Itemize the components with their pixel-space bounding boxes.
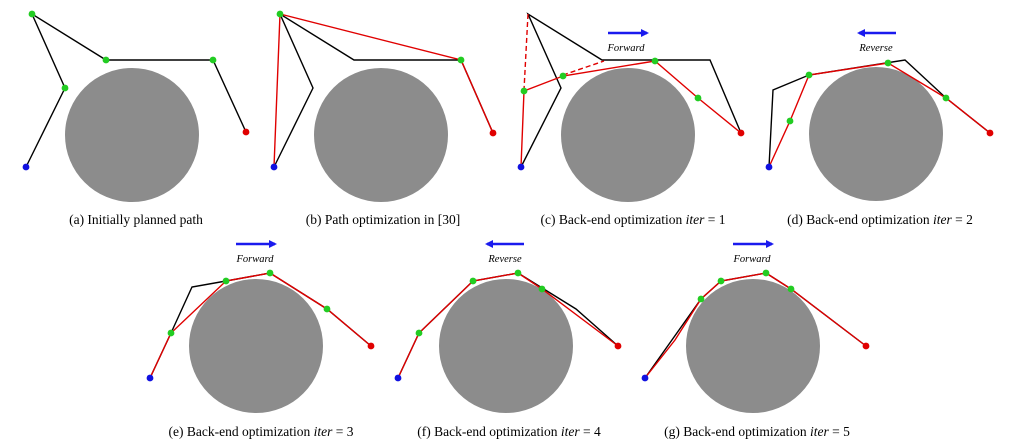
waypoint — [209, 56, 217, 64]
waypoint — [222, 277, 230, 285]
goal-point — [242, 128, 250, 136]
goal-point — [737, 129, 745, 137]
waypoint — [651, 57, 659, 65]
panel-a: (a) Initially planned path — [22, 10, 250, 227]
panel-caption: (g) Back-end optimization iter = 5 — [664, 424, 850, 439]
panel-caption: (e) Back-end optimization iter = 3 — [169, 424, 354, 439]
goal-point — [489, 129, 497, 137]
waypoint — [520, 87, 528, 95]
direction-label: Forward — [607, 43, 646, 54]
start-point — [517, 163, 525, 171]
dashed-connection — [562, 60, 605, 76]
waypoint — [415, 329, 423, 337]
obstacle-circle — [439, 279, 573, 413]
direction-label: Forward — [733, 254, 772, 265]
goal-point — [862, 342, 870, 350]
panel-b: (b) Path optimization in [30] — [270, 10, 497, 227]
obstacle-circle — [189, 279, 323, 413]
waypoint — [167, 329, 175, 337]
panel-d: Reverse (d) Back-end optimization iter =… — [765, 29, 994, 227]
goal-point — [986, 129, 994, 137]
obstacle-circle — [314, 68, 448, 202]
initial-path — [520, 12, 742, 168]
waypoint — [787, 285, 795, 293]
waypoint — [469, 277, 477, 285]
optimized-path — [149, 272, 372, 379]
waypoint — [457, 56, 465, 64]
waypoint — [717, 277, 725, 285]
waypoint — [276, 10, 284, 18]
optimized-path — [397, 272, 619, 379]
waypoint — [538, 285, 546, 293]
goal-point — [367, 342, 375, 350]
obstacle-circle — [686, 279, 820, 413]
panel-caption: (f) Back-end optimization iter = 4 — [417, 424, 601, 439]
panel-e: Forward (e) Back-end optimization iter =… — [146, 240, 375, 439]
obstacle-circle — [65, 68, 199, 202]
dashed-connection — [523, 13, 529, 91]
waypoint — [102, 56, 110, 64]
obstacle-circle — [809, 67, 943, 201]
optimized-path — [520, 60, 742, 168]
waypoint — [697, 295, 705, 303]
waypoint — [514, 269, 522, 277]
initial-path — [25, 12, 247, 168]
start-point — [765, 163, 773, 171]
panel-caption: (b) Path optimization in [30] — [306, 212, 460, 227]
waypoint — [694, 94, 702, 102]
waypoint — [805, 71, 813, 79]
panel-g: Forward (g) Back-end optimization iter =… — [641, 240, 870, 439]
panel-caption: (a) Initially planned path — [69, 212, 203, 227]
start-point — [22, 163, 30, 171]
waypoint — [786, 117, 794, 125]
panel-c: Forward (c) Back-end optimization iter =… — [517, 12, 745, 227]
waypoint — [942, 94, 950, 102]
waypoint — [61, 84, 69, 92]
waypoint — [884, 59, 892, 67]
direction-label: Reverse — [858, 43, 893, 54]
waypoint — [559, 72, 567, 80]
panel-caption: (c) Back-end optimization iter = 1 — [541, 212, 726, 227]
waypoint — [266, 269, 274, 277]
start-point — [641, 374, 649, 382]
panel-caption: (d) Back-end optimization iter = 2 — [787, 212, 973, 227]
direction-label: Reverse — [487, 254, 522, 265]
waypoint — [28, 10, 36, 18]
start-point — [394, 374, 402, 382]
waypoint — [762, 269, 770, 277]
optimized-path — [768, 62, 991, 168]
obstacle-circle — [561, 68, 695, 202]
waypoint — [323, 305, 331, 313]
optimized-path — [273, 13, 494, 168]
panel-f: Reverse (f) Back-end optimization iter =… — [394, 240, 622, 439]
direction-label: Forward — [236, 254, 275, 265]
goal-point — [614, 342, 622, 350]
start-point — [270, 163, 278, 171]
start-point — [146, 374, 154, 382]
